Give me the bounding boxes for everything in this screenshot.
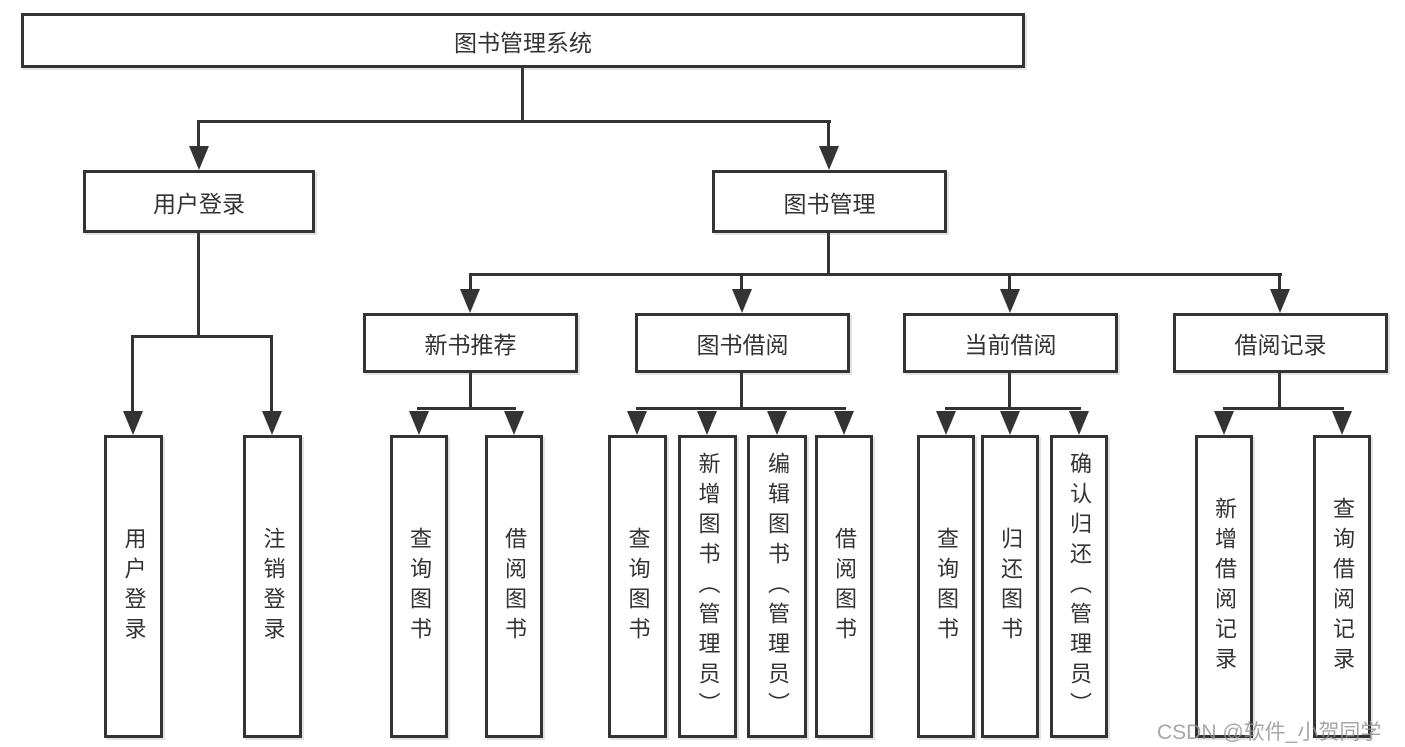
arrowhead-add-book-admin — [697, 411, 717, 435]
node-borrow-records: 借阅记录 — [1173, 313, 1388, 373]
arrowhead-borrow-book-recommend — [504, 411, 524, 435]
arrowhead-leaf-logout — [262, 411, 282, 435]
arrowhead-edit-book-admin — [767, 411, 787, 435]
arrowhead-confirm-return-admin — [1069, 411, 1089, 435]
leaf-borrow-book-borrow-label: 借阅图书 — [832, 526, 857, 647]
connector-new-book-down — [469, 373, 472, 407]
node-book-management: 图书管理 — [712, 170, 947, 233]
arrowhead-return-book — [1000, 411, 1020, 435]
leaf-borrow-book-recommend: 借阅图书 — [485, 435, 543, 738]
connector-current-borrow-down — [1008, 373, 1011, 407]
leaf-query-book-borrow-label: 查询图书 — [625, 526, 651, 647]
leaf-edit-book-admin: 编辑图书（管理员） — [747, 435, 807, 738]
node-new-book-recommend: 新书推荐 — [363, 313, 578, 373]
leaf-user-login-label: 用户登录 — [121, 526, 147, 647]
node-user-login: 用户登录 — [83, 170, 315, 233]
connector-user-login-stem — [197, 120, 200, 150]
arrowhead-query-book-borrow — [627, 411, 647, 435]
node-borrow-records-label: 借阅记录 — [1234, 332, 1327, 358]
connector-user-login-down — [197, 233, 200, 335]
connector-new-book-stem — [469, 273, 472, 291]
connector-root-stem — [521, 68, 524, 120]
arrowhead-borrow-book-borrow — [834, 411, 854, 435]
leaf-add-borrow-record-label: 新增借阅记录 — [1212, 496, 1237, 677]
connector-book-management-down — [827, 233, 830, 273]
node-new-book-recommend-label: 新书推荐 — [424, 332, 517, 358]
connector-current-borrow-rail — [945, 407, 1081, 410]
leaf-borrow-book-recommend-label: 借阅图书 — [502, 526, 527, 647]
arrowhead-query-book-current — [936, 411, 956, 435]
connector-new-book-rail — [417, 407, 516, 410]
arrowhead-leaf-user-login — [123, 411, 143, 435]
connector-leaf-user-login-stem — [131, 335, 134, 413]
arrowhead-add-borrow-record — [1214, 411, 1234, 435]
leaf-user-login: 用户登录 — [104, 435, 163, 738]
connector-book-borrow-down — [740, 373, 743, 407]
node-book-borrow-label: 图书借阅 — [696, 332, 789, 358]
leaf-query-book-borrow: 查询图书 — [608, 435, 667, 738]
connector-book-management-stem — [827, 120, 830, 150]
arrowhead-query-book-recommend — [409, 411, 429, 435]
leaf-add-borrow-record: 新增借阅记录 — [1195, 435, 1253, 738]
leaf-query-borrow-record-label: 查询借阅记录 — [1330, 496, 1355, 677]
connector-level3-rail — [469, 273, 1282, 276]
connector-user-login-rail — [131, 335, 273, 338]
csdn-watermark: CSDN @软件_小贺同学 — [1157, 721, 1382, 744]
arrowhead-current-borrow — [1000, 289, 1020, 313]
node-root: 图书管理系统 — [21, 13, 1025, 68]
arrowhead-borrow-records — [1270, 289, 1290, 313]
arrowhead-book-management — [819, 146, 839, 170]
leaf-add-book-admin-label: 新增图书（管理员） — [695, 451, 721, 722]
leaf-edit-book-admin-label: 编辑图书（管理员） — [765, 451, 790, 722]
leaf-return-book: 归还图书 — [981, 435, 1039, 738]
connector-current-borrow-stem — [1008, 273, 1011, 291]
node-book-management-label: 图书管理 — [783, 190, 876, 217]
node-user-login-label: 用户登录 — [153, 190, 245, 217]
connector-book-borrow-stem — [740, 273, 743, 291]
node-book-borrow: 图书借阅 — [635, 313, 850, 373]
leaf-logout-login: 注销登录 — [243, 435, 302, 738]
connector-level2-rail — [197, 120, 831, 123]
connector-borrow-records-rail — [1223, 407, 1344, 410]
leaf-query-book-recommend-label: 查询图书 — [407, 526, 432, 647]
node-current-borrow: 当前借阅 — [903, 313, 1118, 373]
leaf-query-borrow-record: 查询借阅记录 — [1313, 435, 1371, 738]
leaf-borrow-book-borrow: 借阅图书 — [815, 435, 873, 738]
arrowhead-book-borrow — [732, 289, 752, 313]
leaf-query-book-recommend: 查询图书 — [390, 435, 448, 738]
arrowhead-query-borrow-record — [1332, 411, 1352, 435]
leaf-query-book-current-label: 查询图书 — [934, 526, 959, 647]
connector-book-borrow-rail — [636, 407, 846, 410]
arrowhead-user-login — [189, 146, 209, 170]
leaf-confirm-return-admin: 确认归还（管理员） — [1050, 435, 1108, 738]
connector-leaf-logout-stem — [270, 335, 273, 413]
leaf-add-book-admin: 新增图书（管理员） — [678, 435, 737, 738]
leaf-return-book-label: 归还图书 — [998, 526, 1023, 647]
leaf-logout-login-label: 注销登录 — [260, 526, 286, 647]
leaf-query-book-current: 查询图书 — [917, 435, 975, 738]
node-current-borrow-label: 当前借阅 — [964, 332, 1057, 358]
leaf-confirm-return-admin-label: 确认归还（管理员） — [1067, 451, 1092, 722]
connector-borrow-records-stem — [1278, 273, 1281, 291]
node-root-label: 图书管理系统 — [454, 29, 592, 56]
arrowhead-new-book-recommend — [460, 289, 480, 313]
connector-borrow-records-down — [1278, 373, 1281, 407]
